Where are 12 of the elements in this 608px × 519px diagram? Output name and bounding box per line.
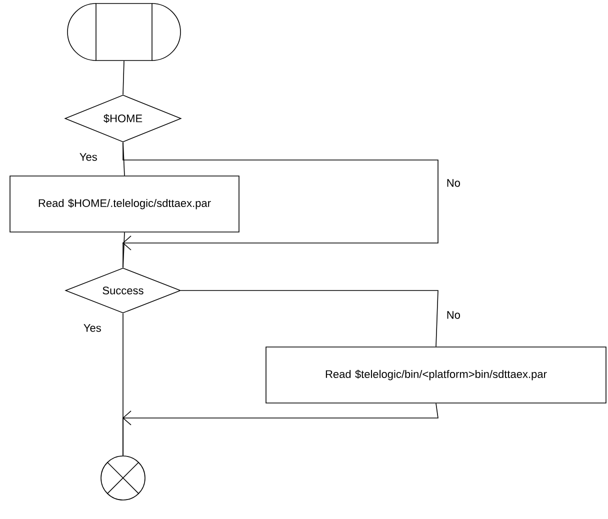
start-symbol — [67, 3, 181, 61]
connector — [122, 60, 124, 95]
connector — [122, 402, 438, 456]
connector — [180, 290, 438, 347]
edge-label: No — [445, 178, 462, 188]
end-symbol — [100, 456, 146, 500]
process-box: Read $telelogic/bin/<platform>bin/sdttaex.par — [266, 346, 606, 404]
edge-label: No — [445, 310, 462, 320]
edge-label: Yes — [82, 323, 102, 333]
process-box: Read $HOME/.telelogic/sdttaex.par — [10, 176, 240, 232]
connector — [122, 232, 125, 268]
edge-label: Yes — [78, 152, 98, 162]
